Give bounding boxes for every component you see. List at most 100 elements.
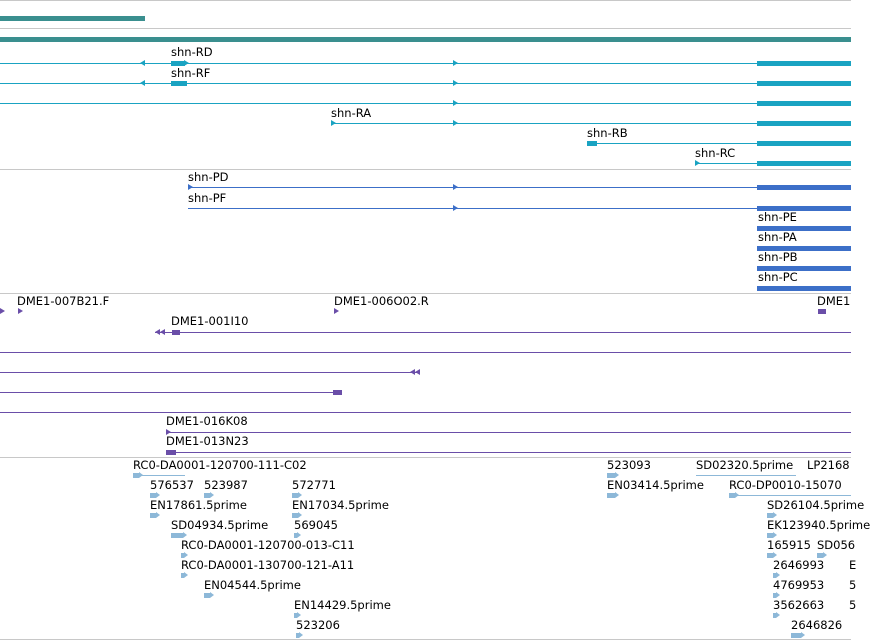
exon-block[interactable] xyxy=(757,101,851,106)
est-label[interactable]: RC0-DP0010-15070 xyxy=(729,478,842,492)
exon-block[interactable] xyxy=(757,141,851,146)
est-line xyxy=(729,495,851,496)
est-label[interactable]: SD02320.5prime xyxy=(696,458,794,472)
est-label[interactable]: RC0-DA0001-130700-121-A11 xyxy=(181,558,355,572)
transcript-intron-line xyxy=(0,63,851,64)
transcript-label[interactable]: shn-RA xyxy=(331,106,372,120)
exon-block[interactable] xyxy=(757,121,851,126)
est-feature[interactable] xyxy=(292,492,302,498)
est-label[interactable]: RC0-DA0001-120700-111-C02 xyxy=(133,458,307,472)
est-feature[interactable] xyxy=(181,572,188,578)
est-feature[interactable] xyxy=(773,572,780,578)
protein-label[interactable]: shn-PC xyxy=(758,270,798,284)
est-label[interactable]: LP2168 xyxy=(807,458,850,472)
est-label[interactable]: 576537 xyxy=(150,478,194,492)
est-label[interactable]: EN14429.5prime xyxy=(294,598,391,612)
track-divider xyxy=(0,639,851,640)
clone-block[interactable] xyxy=(172,330,180,335)
est-label[interactable]: EN04544.5prime xyxy=(204,578,301,592)
est-label[interactable]: SD26104.5prime xyxy=(767,498,865,512)
est-label[interactable]: 3562663 xyxy=(773,598,825,612)
exon-marker xyxy=(453,120,458,126)
clone-marker[interactable] xyxy=(18,308,23,314)
exon-block[interactable] xyxy=(171,81,187,86)
est-feature[interactable] xyxy=(294,532,301,538)
est-label[interactable]: SD04934.5prime xyxy=(171,518,269,532)
transcript-label[interactable]: shn-RD xyxy=(171,45,213,59)
protein-label[interactable]: shn-PA xyxy=(758,230,797,244)
clone-label[interactable]: DME1-007B21.F xyxy=(17,294,110,308)
clone-block[interactable] xyxy=(166,450,176,455)
est-label[interactable]: 523206 xyxy=(296,618,340,632)
transcript-label[interactable]: shn-RC xyxy=(695,146,736,160)
transcript-label[interactable]: shn-RB xyxy=(587,126,628,140)
protein-label[interactable]: shn-PE xyxy=(758,210,797,224)
est-feature[interactable] xyxy=(150,512,160,518)
est-feature[interactable] xyxy=(773,612,780,618)
est-label[interactable]: 523093 xyxy=(607,458,651,472)
protein-block[interactable] xyxy=(757,226,851,231)
est-label[interactable]: 2646993 xyxy=(773,558,825,572)
est-label[interactable]: 2646826 xyxy=(791,618,843,632)
clone-label[interactable]: DME1-013N23 xyxy=(166,434,249,448)
est-feature[interactable] xyxy=(150,492,160,498)
protein-block[interactable] xyxy=(757,246,851,251)
est-feature[interactable] xyxy=(767,552,777,558)
clone-label[interactable]: DME1-006O02.R xyxy=(334,294,429,308)
est-label[interactable]: EN03414.5prime xyxy=(607,478,704,492)
exon-block[interactable] xyxy=(171,61,185,66)
clone-label[interactable]: DME1 xyxy=(817,294,851,308)
est-feature[interactable] xyxy=(171,532,187,538)
est-label[interactable]: RC0-DA0001-120700-013-C11 xyxy=(181,538,355,552)
protein-block[interactable] xyxy=(757,185,851,190)
clone-block[interactable] xyxy=(333,390,342,395)
est-feature[interactable] xyxy=(296,632,303,638)
est-label[interactable]: 4769953 xyxy=(773,578,825,592)
est-label[interactable]: 569045 xyxy=(294,518,338,532)
est-feature[interactable] xyxy=(773,592,780,598)
est-feature[interactable] xyxy=(767,532,777,538)
est-feature[interactable] xyxy=(817,552,827,558)
protein-block[interactable] xyxy=(757,286,851,291)
est-label[interactable]: 165915 xyxy=(767,538,811,552)
exon-block[interactable] xyxy=(757,61,851,66)
est-feature[interactable] xyxy=(181,552,188,558)
clone-label[interactable]: DME1-016K08 xyxy=(166,414,248,428)
est-label[interactable]: EK123940.5prime xyxy=(767,518,870,532)
est-feature[interactable] xyxy=(607,472,619,478)
clone-block[interactable] xyxy=(818,309,826,314)
est-feature[interactable] xyxy=(791,632,805,638)
est-label[interactable]: EN17034.5prime xyxy=(292,498,389,512)
est-label[interactable]: SD056 xyxy=(817,538,856,552)
est-feature[interactable] xyxy=(204,492,214,498)
exon-marker xyxy=(453,205,458,211)
clone-marker xyxy=(166,429,171,435)
protein-label[interactable]: shn-PB xyxy=(758,250,798,264)
est-label[interactable]: EN17861.5prime xyxy=(150,498,247,512)
exon-block[interactable] xyxy=(587,141,597,146)
est-feature[interactable] xyxy=(294,612,301,618)
est-feature[interactable] xyxy=(767,512,777,518)
est-feature[interactable] xyxy=(204,592,214,598)
est-feature[interactable] xyxy=(133,472,143,478)
gene-feature-segment[interactable] xyxy=(0,16,145,21)
clone-marker[interactable] xyxy=(334,308,339,314)
est-feature[interactable] xyxy=(729,492,739,498)
clone-line xyxy=(0,352,851,353)
est-label[interactable]: 523987 xyxy=(204,478,248,492)
gene-feature-shn[interactable] xyxy=(0,37,851,42)
exon-block[interactable] xyxy=(757,81,851,86)
protein-label[interactable]: shn-PF xyxy=(188,191,227,205)
exon-block[interactable] xyxy=(757,161,851,166)
protein-label[interactable]: shn-PD xyxy=(188,170,229,184)
est-label[interactable]: 572771 xyxy=(292,478,336,492)
protein-block[interactable] xyxy=(757,206,851,211)
track-divider xyxy=(0,28,851,29)
protein-block[interactable] xyxy=(757,266,851,271)
transcript-intron-line xyxy=(0,83,851,84)
est-feature[interactable] xyxy=(292,512,302,518)
est-feature[interactable] xyxy=(607,492,619,498)
transcript-label[interactable]: shn-RF xyxy=(171,66,211,80)
clone-label[interactable]: DME1-001I10 xyxy=(171,314,249,328)
